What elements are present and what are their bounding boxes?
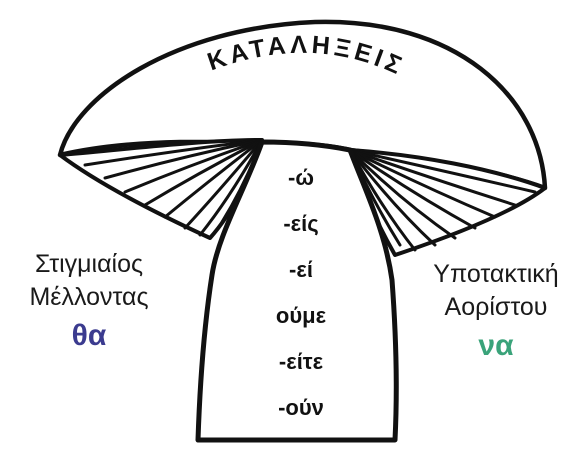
left-label-line1: Στιγμιαίος <box>4 248 174 281</box>
right-particle: να <box>405 326 587 366</box>
right-label-block: Υποτακτική Αορίστου να <box>405 258 587 366</box>
ending-item: -είς <box>256 201 346 247</box>
stem-endings-list: -ώ -είς -εί ούμε -είτε -ούν <box>256 155 346 431</box>
ending-item: -ούν <box>256 385 346 431</box>
ending-item: ούμε <box>256 293 346 339</box>
ending-item: -ώ <box>256 155 346 201</box>
right-label-line2: Αορίστου <box>405 291 587 324</box>
right-label-line1: Υποτακτική <box>405 258 587 291</box>
ending-item: -εί <box>256 247 346 293</box>
left-particle: θα <box>4 316 174 356</box>
left-label-line2: Μέλλοντας <box>4 281 174 314</box>
ending-item: -είτε <box>256 339 346 385</box>
left-label-block: Στιγμιαίος Μέλλοντας θα <box>4 248 174 356</box>
